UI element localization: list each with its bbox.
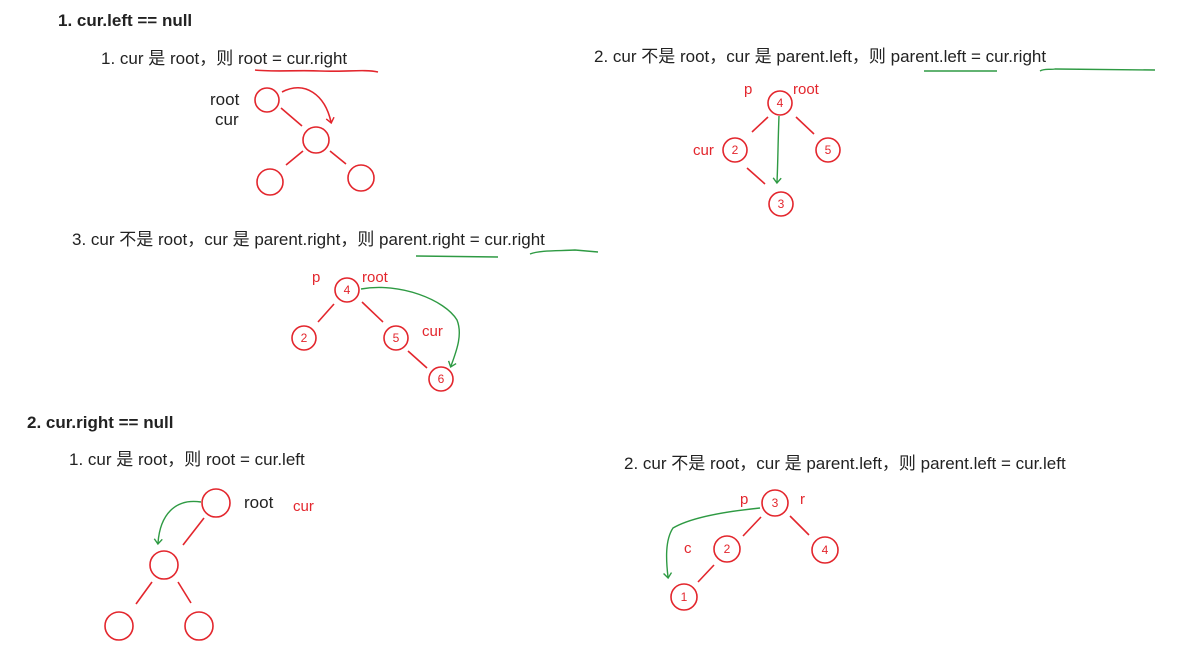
label-cur: cur xyxy=(293,498,314,515)
pointer-arrow xyxy=(772,115,782,185)
tree-edge xyxy=(789,515,810,536)
label-cur: cur xyxy=(693,142,714,159)
tree-node xyxy=(302,126,330,154)
pointer-arrow xyxy=(360,286,460,368)
label-cur: cur xyxy=(215,110,239,129)
pointer-arrow xyxy=(281,87,335,125)
tree-edge xyxy=(795,116,815,135)
tree-edge xyxy=(317,303,335,323)
node-value: 5 xyxy=(825,143,832,157)
tree-edge xyxy=(285,150,304,166)
node-value: 2 xyxy=(732,143,739,157)
node-value: 3 xyxy=(772,496,779,510)
node-value: 6 xyxy=(438,372,445,386)
node-value: 1 xyxy=(681,590,688,604)
tree-node xyxy=(713,535,741,563)
tree-edge xyxy=(361,301,384,323)
diagram-case2-parent-left: p r c 3 2 4 1 xyxy=(663,489,839,611)
tree-edge xyxy=(177,581,192,604)
tree-edge xyxy=(746,167,766,185)
label-root: root xyxy=(362,269,389,286)
tree-node xyxy=(184,611,214,641)
case1-sub3-text: 3. cur 不是 root，cur 是 parent.right，则 pare… xyxy=(72,230,545,249)
label-root: root xyxy=(793,81,820,98)
tree-edge xyxy=(182,517,205,546)
case2-sub1-text: 1. cur 是 root，则 root = cur.left xyxy=(69,450,305,469)
tree-node xyxy=(334,277,360,303)
diagram-case1-parent-right: p root cur 4 2 5 6 xyxy=(291,269,460,392)
node-value: 2 xyxy=(301,331,308,345)
tree-node xyxy=(256,168,284,196)
tree-node xyxy=(104,611,134,641)
node-value: 4 xyxy=(822,543,829,557)
case1-title: 1. cur.left == null xyxy=(58,11,193,30)
diagram-case1-parent-left: p root cur 4 2 5 3 xyxy=(693,81,841,217)
tree-node xyxy=(428,366,454,392)
tree-node xyxy=(767,90,793,116)
tree-edge xyxy=(329,150,347,165)
tree-edge xyxy=(751,116,769,133)
label-p: p xyxy=(312,269,320,286)
tree-node xyxy=(811,536,839,564)
tree-node xyxy=(383,325,409,351)
case2-sub2-text: 2. cur 不是 root，cur 是 parent.left，则 paren… xyxy=(624,454,1066,473)
label-cur: cur xyxy=(422,323,443,340)
tree-node xyxy=(722,137,748,163)
pointer-arrow xyxy=(153,500,202,546)
tree-node xyxy=(761,489,789,517)
case2-title: 2. cur.right == null xyxy=(27,413,174,432)
tree-node xyxy=(291,325,317,351)
tree-edge xyxy=(280,107,303,127)
tree-edge xyxy=(742,516,762,537)
tree-node xyxy=(347,164,375,192)
label-p: p xyxy=(744,81,752,98)
node-value: 4 xyxy=(777,96,784,110)
tree-node xyxy=(670,583,698,611)
underline-cur-right-3 xyxy=(529,249,599,255)
diagram-case2-root: root cur xyxy=(104,488,314,641)
label-r: r xyxy=(800,491,805,508)
label-root: root xyxy=(210,90,240,109)
underline-parent-right xyxy=(415,255,499,258)
case1-sub1-text: 1. cur 是 root，则 root = cur.right xyxy=(101,49,348,68)
node-value: 2 xyxy=(724,542,731,556)
tree-node xyxy=(201,488,231,518)
label-p: p xyxy=(740,491,748,508)
tree-node xyxy=(815,137,841,163)
tree-edge xyxy=(407,350,428,369)
pointer-arrow xyxy=(663,507,761,580)
underline-cur-right xyxy=(1039,68,1156,72)
case1-sub2-text: 2. cur 不是 root，cur 是 parent.left，则 paren… xyxy=(594,47,1047,66)
tree-node xyxy=(254,87,280,113)
node-value: 3 xyxy=(778,197,785,211)
tree-node xyxy=(149,550,179,580)
tree-edge xyxy=(135,581,153,605)
node-value: 5 xyxy=(393,331,400,345)
tree-edge xyxy=(697,564,715,583)
underline-root xyxy=(254,69,379,73)
node-value: 4 xyxy=(344,283,351,297)
tree-node xyxy=(768,191,794,217)
diagram-case1-root: root cur xyxy=(210,87,375,196)
label-c: c xyxy=(684,540,692,557)
label-root: root xyxy=(244,493,274,512)
